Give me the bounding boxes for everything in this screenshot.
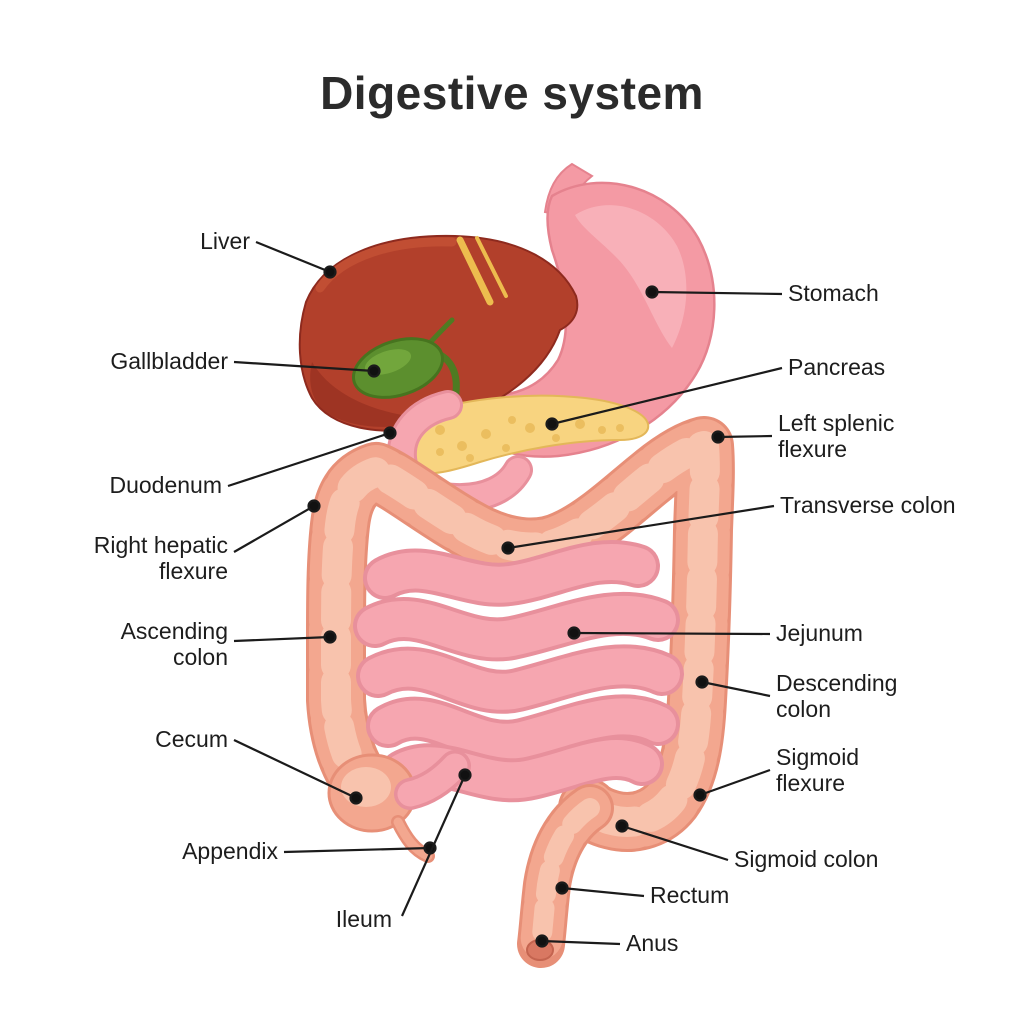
pancreas-texture xyxy=(435,416,624,462)
dot-anus xyxy=(535,934,549,948)
dot-gallbladder xyxy=(367,364,381,378)
leader-ascending-colon xyxy=(233,630,337,644)
leader-duodenum xyxy=(227,426,397,488)
leader-cecum xyxy=(233,739,363,805)
label-liver: Liver xyxy=(200,228,250,254)
leader-jejunum xyxy=(567,626,771,640)
dot-sigmoid-flexure xyxy=(693,788,707,802)
leader-transverse-colon xyxy=(501,504,775,555)
falciform-ligament xyxy=(456,236,494,306)
dot-rectum xyxy=(555,881,569,895)
label-appendix: Appendix xyxy=(182,838,278,864)
label-stomach: Stomach xyxy=(788,280,879,306)
dot-cecum xyxy=(349,791,363,805)
label-cecum: Cecum xyxy=(155,726,228,752)
label-jejunum: Jejunum xyxy=(776,620,863,646)
leader-stomach xyxy=(645,285,783,299)
leader-right-hepatic-flexure xyxy=(233,499,321,553)
dot-sigmoid-colon xyxy=(615,819,629,833)
leader-sigmoid-flexure xyxy=(693,768,771,802)
leader-ileum xyxy=(400,768,472,917)
label-gallbladder: Gallbladder xyxy=(110,348,228,374)
label-ascending-colon: Ascending colon xyxy=(120,618,228,670)
label-right-hepatic-flexure: Right hepatic flexure xyxy=(93,532,228,584)
label-ileum: Ileum xyxy=(335,906,392,932)
leader-gallbladder xyxy=(233,360,381,378)
label-sigmoid-flexure: Sigmoid flexure xyxy=(776,744,860,796)
label-descending-colon: Descending colon xyxy=(776,670,898,722)
falciform-ligament-2 xyxy=(475,236,508,298)
dot-ascending-colon xyxy=(323,630,337,644)
dot-jejunum xyxy=(567,626,581,640)
cecum-highlight xyxy=(341,767,391,807)
stomach-highlight xyxy=(575,205,687,348)
leader-liver xyxy=(255,240,337,279)
dot-right-hepatic-flexure xyxy=(307,499,321,513)
liver-lower-shade xyxy=(310,362,430,427)
leader-left-splenic-flexure xyxy=(711,430,773,444)
page-title: Digestive system xyxy=(320,67,704,119)
leader-appendix xyxy=(283,841,437,855)
dot-duodenum xyxy=(383,426,397,440)
leader-rectum xyxy=(555,881,645,898)
label-duodenum: Duodenum xyxy=(109,472,222,498)
dot-ileum xyxy=(458,768,472,782)
leader-lines xyxy=(227,240,783,948)
leader-pancreas xyxy=(545,366,783,431)
label-transverse-colon: Transverse colon xyxy=(780,492,956,518)
label-pancreas: Pancreas xyxy=(788,354,886,380)
label-left-splenic-flexure: Left splenic flexure xyxy=(778,410,895,462)
dot-pancreas xyxy=(545,417,559,431)
terminal-ileum-shape xyxy=(394,750,471,810)
dot-stomach xyxy=(645,285,659,299)
label-anus: Anus xyxy=(626,930,679,956)
dot-transverse-colon xyxy=(501,541,515,555)
dot-left-splenic-flexure xyxy=(711,430,725,444)
label-rectum: Rectum xyxy=(650,882,730,908)
dot-descending-colon xyxy=(695,675,709,689)
dot-liver xyxy=(323,265,337,279)
small-intestine-shape xyxy=(375,562,662,780)
appendix-shape xyxy=(391,815,435,863)
label-sigmoid-colon: Sigmoid colon xyxy=(734,846,879,872)
leader-sigmoid-colon xyxy=(615,819,729,862)
leader-descending-colon xyxy=(695,675,771,698)
leader-anus xyxy=(535,934,621,948)
